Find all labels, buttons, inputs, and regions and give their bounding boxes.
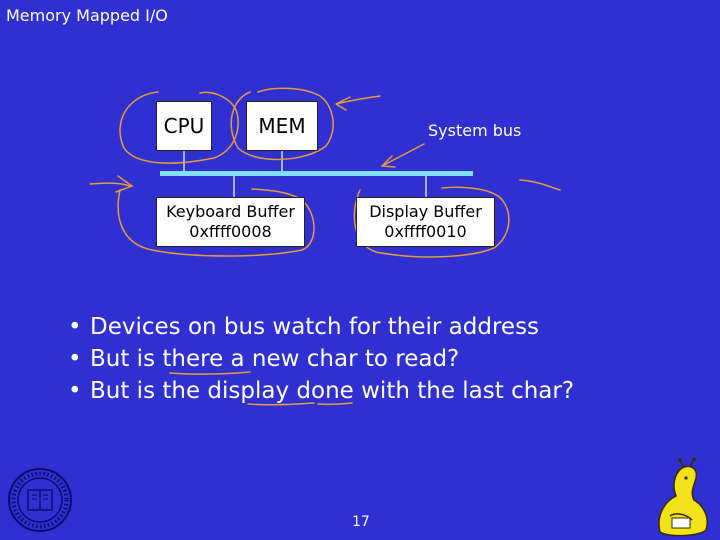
cpu-label: CPU xyxy=(163,114,205,138)
keyboard-buffer-box: Keyboard Buffer 0xffff0008 xyxy=(156,197,305,247)
bullet-item: But is the display done with the last ch… xyxy=(68,375,574,407)
bullet-item: But is there a new char to read? xyxy=(68,343,574,375)
keyboard-buffer-address: 0xffff0008 xyxy=(189,222,272,241)
system-bus-line xyxy=(160,171,473,176)
banana-slug-mascot-icon xyxy=(658,458,708,537)
bullet-list: Devices on bus watch for their address B… xyxy=(68,311,574,407)
slide-title: Memory Mapped I/O xyxy=(6,6,168,25)
mem-arrow-scribble xyxy=(335,95,381,111)
system-bus-label: System bus xyxy=(428,121,522,140)
display-buffer-address: 0xffff0010 xyxy=(384,222,467,241)
display-arrow-scribble xyxy=(519,179,561,191)
cpu-box: CPU xyxy=(156,101,212,151)
cpu-circle-scribble xyxy=(119,91,239,164)
keyboard-arrow-scribble xyxy=(89,175,134,193)
sysbus-arrow xyxy=(381,143,425,168)
bullet-item: Devices on bus watch for their address xyxy=(68,311,574,343)
keyboard-buffer-name: Keyboard Buffer xyxy=(166,202,295,221)
display-buffer-box: Display Buffer 0xffff0010 xyxy=(356,197,495,247)
mem-circle-scribble xyxy=(230,87,334,161)
mem-box: MEM xyxy=(246,101,318,151)
display-buffer-name: Display Buffer xyxy=(369,202,482,221)
university-seal-icon xyxy=(8,468,72,532)
mem-label: MEM xyxy=(258,114,306,138)
handwritten-annotations xyxy=(89,87,561,406)
page-number: 17 xyxy=(352,514,370,530)
